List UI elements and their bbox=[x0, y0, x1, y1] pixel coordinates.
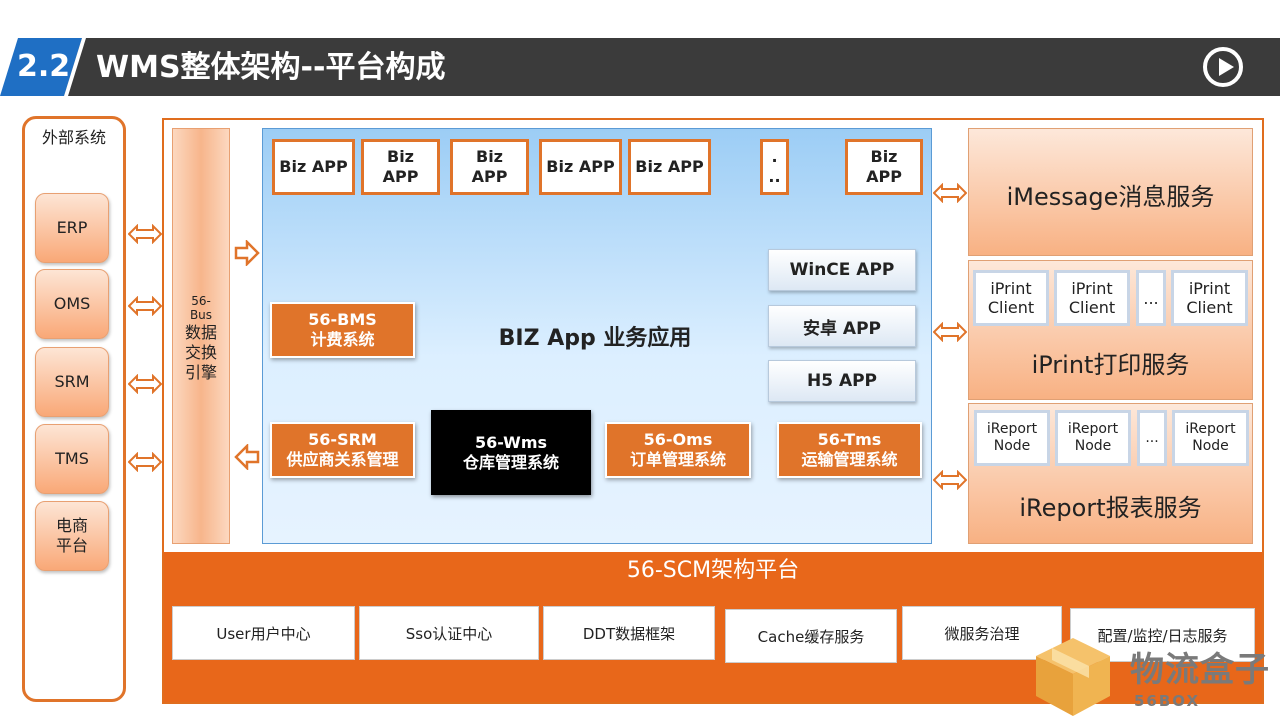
iprint-client-2: iPrint Client bbox=[1054, 270, 1130, 326]
srm-desc: 供应商关系管理 bbox=[286, 450, 399, 469]
double-arrow-icon bbox=[128, 224, 162, 244]
play-icon[interactable] bbox=[1203, 47, 1243, 87]
ireport-title: iReport报表服务 bbox=[1019, 494, 1202, 522]
bus-label-small: 56- Bus bbox=[173, 294, 229, 322]
wms-desc: 仓库管理系统 bbox=[462, 452, 559, 472]
scm-ddt-framework: DDT数据框架 bbox=[543, 606, 715, 660]
bus-label: 数据交换引擎 bbox=[184, 323, 217, 382]
scm-microservice-governance: 微服务治理 bbox=[902, 606, 1062, 660]
tms-system: 56-Tms 运输管理系统 bbox=[777, 422, 922, 478]
scm-sso-center: Sso认证中心 bbox=[359, 606, 539, 660]
biz-app-5: Biz APP bbox=[628, 139, 711, 195]
biz-app-ellipsis: . .. bbox=[760, 139, 789, 195]
biz-app-6: Biz APP bbox=[845, 139, 923, 195]
android-app: 安卓 APP bbox=[768, 305, 916, 347]
ireport-node-3: iReport Node bbox=[1172, 410, 1249, 466]
double-arrow-icon bbox=[128, 452, 162, 472]
scm-user-center: User用户中心 bbox=[172, 606, 355, 660]
oms-name: 56-Oms bbox=[643, 430, 713, 449]
logo-text: 物流盒子 bbox=[1130, 650, 1270, 690]
scm-cache-service: Cache缓存服务 bbox=[725, 609, 897, 663]
biz-app-label: BIZ App 业务应用 bbox=[498, 326, 692, 351]
wms-name: 56-Wms bbox=[474, 432, 548, 452]
double-arrow-icon bbox=[933, 322, 967, 342]
ireport-node-ellipsis: ... bbox=[1137, 410, 1167, 466]
iprint-client-3: iPrint Client bbox=[1171, 270, 1248, 326]
double-arrow-icon bbox=[128, 296, 162, 316]
bms-name: 56-BMS bbox=[308, 310, 377, 329]
scm-title: 56-SCM架构平台 bbox=[626, 558, 800, 583]
bms-system: 56-BMS 计费系统 bbox=[270, 302, 415, 358]
tms-name: 56-Tms bbox=[817, 430, 882, 449]
srm-name: 56-SRM bbox=[308, 430, 377, 449]
imessage-service: iMessage消息服务 bbox=[968, 128, 1253, 256]
external-systems-title: 外部系统 bbox=[41, 128, 106, 147]
iprint-client-ellipsis: ... bbox=[1136, 270, 1166, 326]
bus-name: Bus bbox=[189, 308, 213, 322]
h5-app: H5 APP bbox=[768, 360, 916, 402]
iprint-client-1: iPrint Client bbox=[973, 270, 1049, 326]
external-system-tms: TMS bbox=[35, 424, 109, 494]
external-system-ecommerce: 电商 平台 bbox=[35, 501, 109, 571]
srm-system: 56-SRM 供应商关系管理 bbox=[270, 422, 415, 478]
bms-desc: 计费系统 bbox=[310, 330, 375, 349]
imessage-title: iMessage消息服务 bbox=[1006, 183, 1215, 211]
page-title: WMS整体架构--平台构成 bbox=[96, 50, 446, 85]
box-logo-icon bbox=[1036, 638, 1110, 716]
ireport-node-1: iReport Node bbox=[974, 410, 1050, 466]
double-arrow-icon bbox=[933, 470, 967, 490]
header-bar bbox=[62, 38, 1280, 96]
external-system-srm: SRM bbox=[35, 347, 109, 417]
oms-desc: 订单管理系统 bbox=[629, 450, 726, 469]
double-arrow-icon bbox=[128, 374, 162, 394]
external-system-oms: OMS bbox=[35, 269, 109, 339]
tms-desc: 运输管理系统 bbox=[801, 450, 898, 469]
data-exchange-bus: 56- Bus 数据交换引擎 bbox=[172, 128, 230, 544]
wince-app: WinCE APP bbox=[768, 249, 916, 291]
external-system-erp: ERP bbox=[35, 193, 109, 263]
biz-app-4: Biz APP bbox=[539, 139, 622, 195]
logo-subtext: 56BOX bbox=[1134, 692, 1201, 710]
arrow-left-icon bbox=[234, 444, 260, 470]
double-arrow-icon bbox=[933, 183, 967, 203]
biz-app-1: Biz APP bbox=[272, 139, 355, 195]
wms-system: 56-Wms 仓库管理系统 bbox=[431, 410, 591, 495]
biz-app-3: Biz APP bbox=[450, 139, 529, 195]
ireport-node-2: iReport Node bbox=[1055, 410, 1131, 466]
biz-app-2: Biz APP bbox=[361, 139, 440, 195]
bus-prefix: 56- bbox=[191, 294, 211, 308]
arrow-right-icon bbox=[234, 240, 260, 266]
oms-system: 56-Oms 订单管理系统 bbox=[605, 422, 751, 478]
iprint-title: iPrint打印服务 bbox=[1031, 351, 1190, 379]
